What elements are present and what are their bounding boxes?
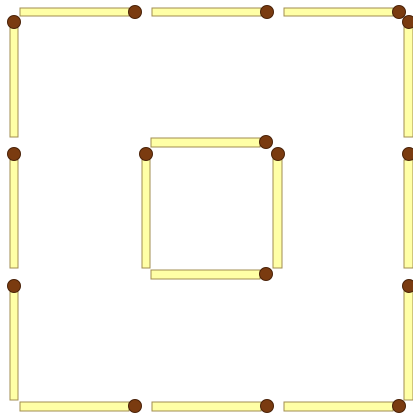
matchstick-body — [152, 8, 261, 16]
matchstick-body — [10, 160, 18, 268]
matchstick-outer-right-1 — [403, 16, 413, 138]
matchstick-body — [404, 27, 413, 137]
matchstick-head — [129, 400, 142, 413]
matchstick-head — [403, 16, 413, 29]
matchstick-outer-right-2 — [403, 148, 413, 269]
matchstick-head — [393, 6, 406, 19]
matchstick-body — [404, 160, 413, 268]
matchstick-body — [152, 402, 261, 411]
matchstick-head — [129, 6, 142, 19]
matchstick-body — [273, 159, 282, 268]
matchstick-body — [142, 159, 150, 268]
matchstick-body — [10, 27, 18, 137]
matchstick-body — [151, 270, 260, 279]
matchstick-body — [151, 138, 260, 147]
matchstick-body — [284, 402, 393, 411]
matchstick-head — [8, 148, 21, 161]
matchstick-head — [8, 280, 21, 293]
matchstick-body — [10, 291, 18, 400]
matchstick-head — [261, 6, 274, 19]
matchstick-head — [403, 148, 413, 161]
matchstick-head — [403, 280, 413, 293]
matchstick-head — [393, 400, 406, 413]
matchstick-body — [284, 8, 393, 16]
matchstick-head — [260, 136, 273, 149]
matchstick-body — [20, 8, 129, 16]
matchstick-body — [20, 402, 129, 411]
matchstick-body — [404, 291, 413, 400]
matchstick-outer-right-3 — [403, 280, 413, 401]
matchstick-head — [140, 148, 153, 161]
matchstick-head — [8, 16, 21, 29]
matchstick-head — [272, 148, 285, 161]
matchstick-head — [260, 268, 273, 281]
matchstick-head — [261, 400, 274, 413]
